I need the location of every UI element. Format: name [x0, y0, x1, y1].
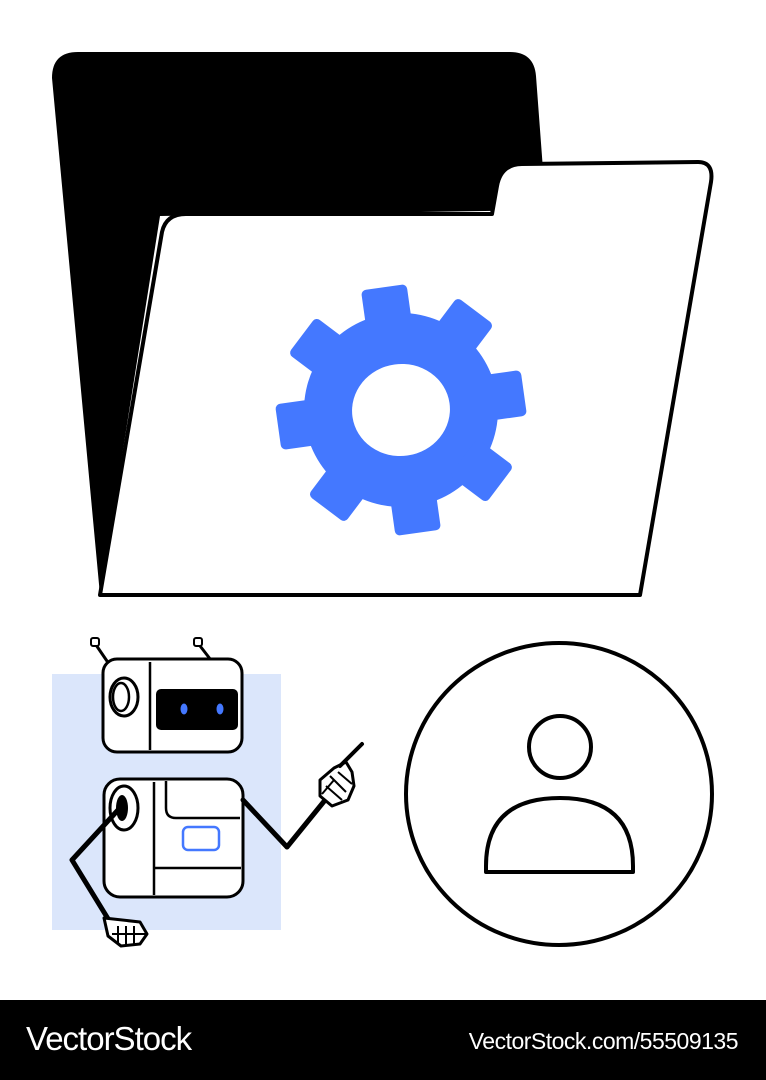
- folder-back-panel: [52, 52, 546, 595]
- robot-hand-left: [102, 916, 149, 948]
- footer-bar: VectorStock VectorStock.com/55509135: [0, 1000, 766, 1080]
- avatar-shoulders: [484, 796, 635, 874]
- image-id-text: VectorStock.com/55509135: [468, 1028, 739, 1054]
- robot-eye-left: [180, 703, 188, 715]
- robot-icon: [52, 637, 364, 948]
- avatar-circle: [404, 641, 714, 947]
- avatar-head: [527, 714, 593, 780]
- robot-eye-right: [216, 703, 224, 715]
- gear-hole: [352, 363, 450, 457]
- robot-visor: [156, 689, 238, 730]
- gear-icon: [275, 284, 527, 536]
- robot-hand-right: [318, 742, 364, 808]
- robot-arm-right: [240, 791, 333, 850]
- user-avatar-icon: [404, 641, 714, 947]
- robot-arm-left: [69, 807, 121, 925]
- brand-logo-text: VectorStock: [26, 1020, 192, 1057]
- illustration: [52, 52, 714, 948]
- robot-body-screen: [181, 825, 221, 852]
